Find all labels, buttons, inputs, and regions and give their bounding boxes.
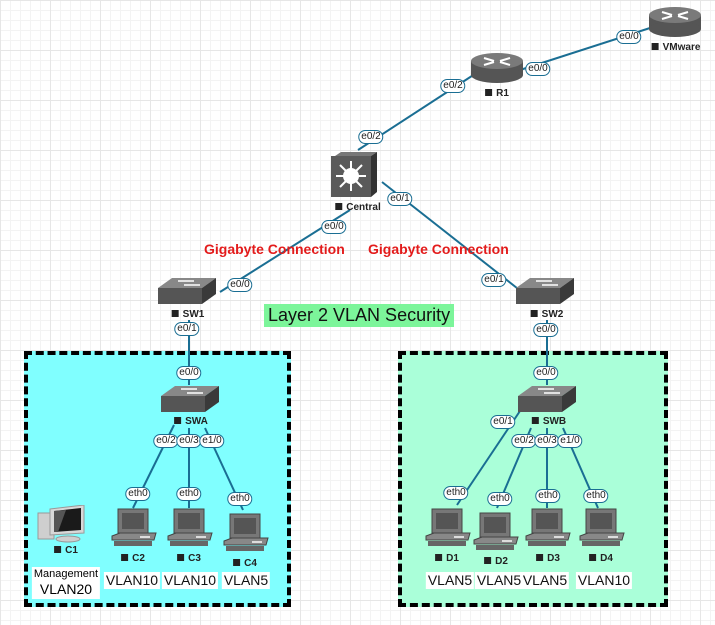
vlan-label-c1: Management VLAN20: [31, 567, 101, 599]
label-d1: D1: [435, 553, 459, 564]
vlan-label-c3: VLAN10: [161, 572, 219, 589]
label-d3: D3: [536, 553, 560, 564]
label-c4: C4: [233, 558, 257, 569]
port-swb-e0-3[interactable]: e0/3: [534, 434, 560, 448]
pc-icon: [223, 513, 269, 551]
port-r1-e0-2[interactable]: e0/2: [440, 79, 466, 93]
vlan-label-d1: VLAN5: [425, 572, 475, 589]
pc-icon: [111, 508, 157, 546]
pc-icon: [425, 508, 471, 546]
node-c2[interactable]: [110, 508, 158, 553]
node-vmware[interactable]: [648, 6, 702, 43]
switch-icon: [161, 386, 219, 412]
label-d4: D4: [589, 553, 613, 564]
vlan-zone-a: [24, 351, 291, 607]
vlan-label-d4: VLAN10: [575, 572, 633, 589]
node-sw2[interactable]: [516, 276, 576, 311]
switch-icon: [158, 278, 216, 304]
node-swb[interactable]: [518, 384, 578, 419]
switch-icon: [516, 278, 574, 304]
port-c4-eth0[interactable]: eth0: [227, 492, 253, 506]
port-central-e0-0[interactable]: e0/0: [321, 220, 347, 234]
pc-icon: [473, 512, 519, 550]
node-r1[interactable]: [470, 52, 524, 89]
vlan-label-c2: VLAN10: [103, 572, 161, 589]
port-central-e0-2[interactable]: e0/2: [358, 130, 384, 144]
connection-label-left: Gigabyte Connection: [204, 241, 345, 257]
label-vmware: VMware: [651, 42, 700, 53]
diagram-title: Layer 2 VLAN Security: [264, 304, 455, 327]
node-d4[interactable]: [578, 508, 626, 553]
switch-icon: [518, 386, 576, 412]
node-swa[interactable]: [161, 384, 221, 419]
port-swb-e1-0[interactable]: e1/0: [557, 434, 583, 448]
port-c2-eth0[interactable]: eth0: [125, 487, 151, 501]
port-swb-e0-2[interactable]: e0/2: [511, 434, 537, 448]
node-central[interactable]: [331, 152, 379, 203]
port-c3-eth0[interactable]: eth0: [176, 487, 202, 501]
label-swa: SWA: [174, 416, 208, 427]
port-swa-e1-0[interactable]: e1/0: [199, 434, 225, 448]
label-swb: SWB: [531, 416, 566, 427]
pc-icon: [579, 508, 625, 546]
label-central: Central: [335, 202, 381, 213]
port-d1-eth0[interactable]: eth0: [443, 486, 469, 500]
port-swa-e0-2[interactable]: e0/2: [153, 434, 179, 448]
role-label-c1: Management: [33, 568, 99, 580]
port-swa-e0-0[interactable]: e0/0: [176, 366, 202, 380]
port-swb-e0-1[interactable]: e0/1: [490, 415, 516, 429]
node-c1[interactable]: [36, 504, 90, 548]
label-c3: C3: [177, 553, 201, 564]
label-r1: R1: [485, 88, 509, 99]
label-c1: C1: [54, 545, 78, 556]
multilayer-switch-icon: [331, 152, 377, 197]
label-sw1: SW1: [171, 309, 204, 320]
port-sw2-e0-1[interactable]: e0/1: [481, 273, 507, 287]
port-sw1-e0-1[interactable]: e0/1: [174, 322, 200, 336]
port-d3-eth0[interactable]: eth0: [535, 489, 561, 503]
pc-icon: [525, 508, 571, 546]
vlan-label-d3: VLAN5: [520, 572, 570, 589]
vlan-label-c4: VLAN5: [221, 572, 271, 589]
port-vmware-e0-0[interactable]: e0/0: [616, 30, 642, 44]
label-sw2: SW2: [530, 309, 563, 320]
node-c3[interactable]: [166, 508, 214, 553]
connection-label-right: Gigabyte Connection: [368, 241, 509, 257]
port-swa-e0-3[interactable]: e0/3: [176, 434, 202, 448]
port-sw2-e0-0[interactable]: e0/0: [533, 323, 559, 337]
node-c4[interactable]: [222, 513, 270, 558]
port-r1-e0-0[interactable]: e0/0: [525, 62, 551, 76]
workstation-icon: [37, 504, 85, 543]
node-d3[interactable]: [524, 508, 572, 553]
label-d2: D2: [484, 556, 508, 567]
vlan-value-c1: VLAN20: [39, 581, 93, 597]
vlan-label-d2: VLAN5: [474, 572, 524, 589]
label-c2: C2: [121, 553, 145, 564]
port-swb-e0-0[interactable]: e0/0: [533, 366, 559, 380]
node-d2[interactable]: [472, 512, 520, 557]
node-d1[interactable]: [424, 508, 472, 553]
port-sw1-e0-0[interactable]: e0/0: [227, 278, 253, 292]
port-d2-eth0[interactable]: eth0: [487, 492, 513, 506]
pc-icon: [167, 508, 213, 546]
router-icon: [649, 7, 701, 37]
router-icon: [471, 53, 523, 83]
node-sw1[interactable]: [158, 276, 218, 311]
port-d4-eth0[interactable]: eth0: [583, 489, 609, 503]
port-central-e0-1[interactable]: e0/1: [387, 192, 413, 206]
